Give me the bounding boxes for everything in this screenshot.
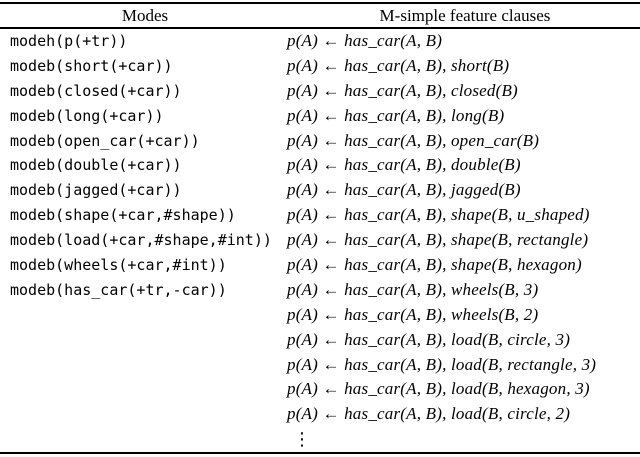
table-row: modeb(short(+car)) p(A) ← has_car(A, B),… (0, 53, 640, 78)
table-row: modeb(wheels(+car,#int)) p(A) ← has_car(… (0, 253, 640, 278)
mode-cell: modeb(load(+car,#shape,#int)) (10, 231, 272, 250)
table-row: modeb(shape(+car,#shape)) p(A) ← has_car… (0, 203, 640, 228)
mode-cell: modeb(has_car(+tr,-car)) (10, 280, 227, 299)
table-header-row: Modes M-simple feature clauses (0, 4, 640, 27)
column-header-clauses: M-simple feature clauses (379, 5, 551, 25)
table-row: modeb(long(+car)) p(A) ← has_car(A, B), … (0, 103, 640, 128)
column-header-modes: Modes (121, 5, 169, 25)
table-header-rule (0, 27, 640, 29)
table-bottom-rule (0, 451, 640, 454)
table-row: modeb(has_car(+tr,-car)) p(A) ← has_car(… (0, 277, 640, 302)
clause-cell: p(A) ← has_car(A, B), wheels(B, 3) (287, 279, 539, 299)
mode-cell: modeb(double(+car)) (10, 156, 182, 175)
clause-cell: p(A) ← has_car(A, B), long(B) (287, 105, 505, 125)
clause-cell: p(A) ← has_car(A, B), load(B, circle, 2) (287, 404, 571, 424)
clause-cell: p(A) ← has_car(A, B), load(B, rectangle,… (287, 354, 597, 374)
clause-cell: p(A) ← has_car(A, B), open_car(B) (287, 130, 540, 150)
clause-cell: p(A) ← has_car(A, B), double(B) (287, 155, 521, 175)
table-row: p(A) ← has_car(A, B), load(B, rectangle,… (0, 352, 640, 377)
clause-cell: p(A) ← has_car(A, B), shape(B, u_shaped) (287, 205, 590, 225)
clause-cell: p(A) ← has_car(A, B) (287, 30, 443, 50)
table-row: modeb(load(+car,#shape,#int)) p(A) ← has… (0, 228, 640, 253)
clause-cell: p(A) ← has_car(A, B), closed(B) (287, 80, 518, 100)
table-top-rule (0, 2, 640, 4)
clause-cell: p(A) ← has_car(A, B), jagged(B) (287, 180, 521, 200)
table-row: modeb(open_car(+car)) p(A) ← has_car(A, … (0, 128, 640, 153)
table-row: p(A) ← has_car(A, B), load(B, circle, 2) (0, 402, 640, 427)
table-row-continuation: ⋮ (0, 427, 640, 452)
clause-cell: p(A) ← has_car(A, B), wheels(B, 2) (287, 304, 539, 324)
table-row: modeb(jagged(+car)) p(A) ← has_car(A, B)… (0, 178, 640, 203)
table-row: modeb(double(+car)) p(A) ← has_car(A, B)… (0, 153, 640, 178)
clause-cell: p(A) ← has_car(A, B), shape(B, hexagon) (287, 254, 582, 274)
table-row: p(A) ← has_car(A, B), load(B, circle, 3) (0, 327, 640, 352)
table-body: modeh(p(+tr)) p(A) ← has_car(A, B) modeb… (0, 29, 640, 452)
clause-cell: p(A) ← has_car(A, B), load(B, circle, 3) (287, 329, 571, 349)
mode-cell: modeb(closed(+car)) (10, 81, 182, 100)
clause-cell: p(A) ← has_car(A, B), shape(B, rectangle… (287, 230, 589, 250)
table-row: p(A) ← has_car(A, B), wheels(B, 2) (0, 302, 640, 327)
mode-cell: modeb(open_car(+car)) (10, 131, 200, 150)
clause-cell: p(A) ← has_car(A, B), load(B, hexagon, 3… (287, 379, 590, 399)
mode-cell: modeb(long(+car)) (10, 106, 164, 125)
mode-cell: modeh(p(+tr)) (10, 31, 128, 50)
table-row: modeb(closed(+car)) p(A) ← has_car(A, B)… (0, 78, 640, 103)
mode-cell: modeb(jagged(+car)) (10, 181, 182, 200)
vdots-ellipsis: ⋮ (293, 429, 312, 450)
table-row: p(A) ← has_car(A, B), load(B, hexagon, 3… (0, 377, 640, 402)
mode-cell: modeb(shape(+car,#shape)) (10, 206, 236, 225)
table-row: modeh(p(+tr)) p(A) ← has_car(A, B) (0, 29, 640, 54)
mode-cell: modeb(wheels(+car,#int)) (10, 255, 227, 274)
clause-cell: p(A) ← has_car(A, B), short(B) (287, 55, 510, 75)
mode-cell: modeb(short(+car)) (10, 56, 173, 75)
